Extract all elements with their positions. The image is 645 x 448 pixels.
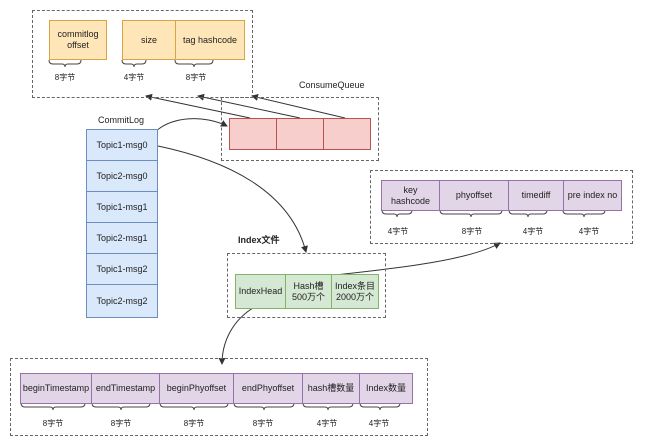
index-field-pre-index-no: pre index no xyxy=(563,180,622,211)
indexhead-field-begin-phyoffset: beginPhyoffset xyxy=(159,373,234,404)
consume-size-label: 8字节 xyxy=(185,73,207,82)
index-entry-group: key hashcode phyoffset timediff pre inde… xyxy=(370,170,633,244)
consume-field-size: size xyxy=(122,20,176,60)
index-head-group: beginTimestamp endTimestamp beginPhyoffs… xyxy=(10,358,428,436)
indexhead-size-label: 4字节 xyxy=(368,419,390,428)
indexhead-field-end-timestamp: endTimestamp xyxy=(91,373,160,404)
commitlog-item: Topic2-msg2 xyxy=(86,284,158,318)
consume-field-offset: commitlog offset xyxy=(49,20,107,60)
commitlog-item: Topic2-msg0 xyxy=(86,160,158,192)
index-size-label: 4字节 xyxy=(387,227,409,236)
indexhead-field-hash-slot-count: hash槽数量 xyxy=(302,373,360,404)
consume-field-tag-hashcode: tag hashcode xyxy=(175,20,245,60)
indexhead-field-end-phyoffset: endPhyoffset xyxy=(233,373,303,404)
commitlog-item: Topic1-msg2 xyxy=(86,253,158,285)
consume-entry-braces xyxy=(48,59,214,68)
indexhead-size-label: 8字节 xyxy=(252,419,274,428)
indexfile-head: IndexHead xyxy=(235,274,286,309)
indexfile-index-entries: Index条目 2000万个 xyxy=(331,274,379,309)
commitlog-title: CommitLog xyxy=(98,115,145,125)
indexfile-title: Index文件 xyxy=(238,235,280,245)
consumequeue-cell xyxy=(323,118,371,150)
index-size-label: 8字节 xyxy=(461,227,483,236)
commitlog-to-indexfile-arrow xyxy=(157,145,308,253)
indexfile-hash-slots: Hash槽 500万个 xyxy=(285,274,332,309)
indexhead-size-label: 8字节 xyxy=(42,419,64,428)
index-size-label: 4字节 xyxy=(578,227,600,236)
consumequeue-title: ConsumeQueue xyxy=(299,80,365,90)
commitlog-item: Topic2-msg1 xyxy=(86,222,158,254)
indexhead-size-label: 8字节 xyxy=(110,419,132,428)
index-size-label: 4字节 xyxy=(522,227,544,236)
index-entry-braces xyxy=(381,209,606,218)
consumequeue-group xyxy=(221,97,379,161)
commitlog-item: Topic1-msg0 xyxy=(86,129,158,161)
consume-entry-group: commitlog offset size tag hashcode xyxy=(32,10,253,98)
indexhead-field-index-count: Index数量 xyxy=(359,373,413,404)
consume-size-label: 4字节 xyxy=(123,73,145,82)
consumequeue-cell xyxy=(229,118,277,150)
index-head-braces xyxy=(20,402,401,411)
index-field-timediff: timediff xyxy=(508,180,564,211)
commitlog-item: Topic1-msg1 xyxy=(86,191,158,223)
indexhead-size-label: 8字节 xyxy=(183,419,205,428)
consume-queue-arrows xyxy=(145,93,346,119)
indexhead-size-label: 4字节 xyxy=(316,419,338,428)
index-field-phyoffset: phyoffset xyxy=(439,180,509,211)
indexfile-group: IndexHead Hash槽 500万个 Index条目 2000万个 xyxy=(227,253,386,318)
consumequeue-cell xyxy=(276,118,324,150)
commitlog-to-consumequeue-arrow xyxy=(151,118,228,136)
index-field-key-hashcode: key hashcode xyxy=(381,180,440,211)
indexhead-field-begin-timestamp: beginTimestamp xyxy=(20,373,92,404)
indexfile-to-indexentry-arrow xyxy=(334,242,501,276)
consume-size-label: 8字节 xyxy=(54,73,76,82)
